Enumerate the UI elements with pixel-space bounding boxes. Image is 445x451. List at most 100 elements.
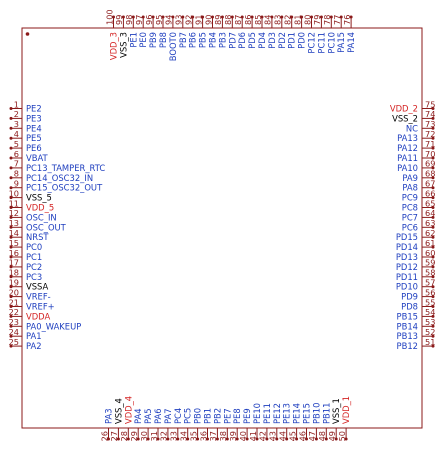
pin-endpoint [121,15,125,19]
pin-number: 95 [154,15,164,25]
pin-endpoint [295,437,299,441]
pin-endpoint [235,437,239,441]
pin-number: 88 [223,15,233,25]
pin-endpoint [334,437,338,441]
pin-endpoint [431,126,435,130]
pin-endpoint [146,437,150,441]
pin-name: VDDA [26,311,50,321]
pin-name: PD0 [297,32,307,49]
pin-99: VSS_399 [114,15,128,58]
pin-21: VREF+21 [9,297,55,311]
pin-endpoint [431,116,435,120]
left-pin-group: PE21PE32PE43PE54PE65VBAT6PC13_TAMPER_RTC… [9,99,106,351]
pin-name: PD4 [257,32,267,49]
pin-name: PA9 [402,173,418,183]
pin-name: PD1 [287,32,297,49]
pin-number: 63 [425,218,435,228]
pin-endpoint [431,235,435,239]
pin-name: PA8 [402,183,418,193]
pin-number: 72 [425,129,435,139]
pin-name: PD5 [247,32,257,49]
pin-endpoint [431,166,435,170]
pin-endpoint [186,437,190,441]
pin-endpoint [431,156,435,160]
pin-number: 91 [193,15,203,25]
pin-endpoint [431,215,435,219]
pin-name: PC9 [402,193,418,203]
pin-endpoint [151,15,155,19]
pin-endpoint [206,437,209,441]
pin-endpoint [9,245,13,249]
pin-number: 35 [188,431,198,441]
bottom-pin-group: PA326VSS_427VDD_428PA429PA530PA631PA732P… [99,396,351,442]
pin-number: 12 [9,208,19,218]
pin-name: PB5 [198,32,208,48]
pin-name: PA5 [143,408,153,424]
pin-91: PB5 91 [193,15,207,49]
pin-number: 14 [9,228,19,238]
pin-number: 80 [302,15,312,25]
pin-number: 83 [273,15,283,25]
pin-number: 78 [322,15,332,25]
pin-endpoint [9,235,13,239]
pin-endpoint [220,15,224,19]
pin-endpoint [196,437,200,441]
pin-number: 52 [425,327,435,337]
pin-endpoint [9,107,13,110]
pin-name: PB7 [178,32,188,48]
pin-number: 57 [425,278,435,288]
pin-number: 38 [218,431,228,441]
pin-endpoint [255,437,259,441]
pin-endpoint [9,314,13,318]
pin-number: 65 [425,198,435,208]
pin-endpoint [324,437,328,441]
pin-endpoint [339,15,343,19]
pin-endpoint [116,437,120,441]
pin-endpoint [9,285,13,289]
pin-endpoint [300,15,304,19]
pin-number: 40 [238,431,248,441]
pin-name: PE9 [242,408,252,424]
pin-number: 42 [258,431,268,441]
pin-endpoint [431,206,435,209]
pin-endpoint [9,136,13,140]
pin-number: 18 [9,268,19,278]
pin-number: 92 [184,15,194,25]
pin-name: PE15 [302,403,312,424]
pin-number: 69 [425,159,435,169]
pin-name: PB6 [188,32,198,48]
pin-endpoint [431,334,435,338]
pin-name: PA6 [153,408,163,424]
pin-name: VSSA [26,282,49,292]
pin-name: PA10 [397,163,418,173]
pin-number: 28 [119,431,129,441]
pin-name: PE0 [138,32,148,48]
pin-name: VBAT [26,153,49,163]
pin-number: 22 [9,307,19,317]
pin-number: 68 [425,169,435,179]
pin-number: 53 [425,317,435,327]
pin-endpoint [305,437,308,441]
pin-number: 24 [9,327,19,337]
